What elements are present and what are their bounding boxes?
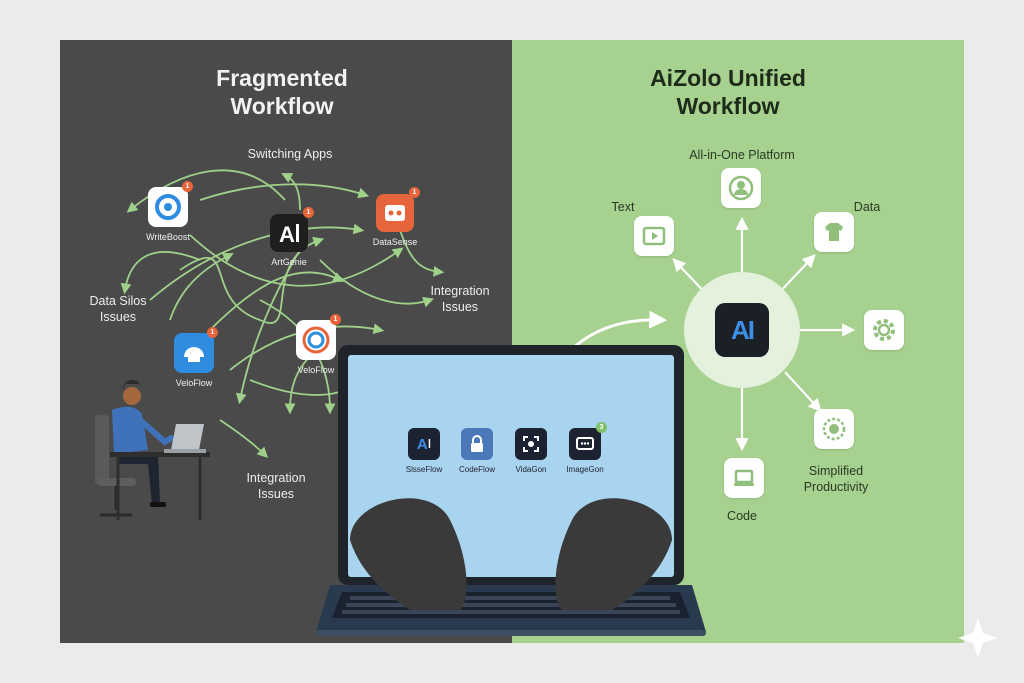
writeboost-badge: 1 [182,181,193,192]
left-title-line1: Fragmented [216,65,348,91]
writeboost-app-icon [148,187,188,227]
svg-text:A: A [279,222,295,247]
dock-slsseflow-label: SlsseFlow [405,465,443,474]
dock-vidagon-icon[interactable] [515,428,547,460]
switching-apps-label: Switching Apps [247,147,333,161]
veloflow-alt-badge: 1 [330,314,341,325]
right-title-line1: AiZolo Unified [650,65,806,91]
veloflow-badge: 1 [207,327,218,338]
dock-vidagon-label: VidaGon [515,465,547,474]
badge-icon [814,409,854,449]
writeboost-label: WriteBoost [146,232,190,242]
right-title: AiZolo Unified Workflow [578,64,878,120]
aizolo-logo-icon: AI [715,303,769,357]
sparkle-icon [958,618,998,658]
datasense-badge: 1 [409,187,420,198]
text-label: Text [611,200,635,214]
user-icon [721,168,761,208]
data-label: Data [853,200,881,214]
dock-codeflow-label: CodeFlow [458,465,495,474]
dock-imagegon-icon[interactable] [569,428,601,460]
veloflow-alt-app-icon [296,320,336,360]
laptop [316,345,706,636]
dock-imagegon-label: ImageGon [566,465,604,474]
artgenie-label: ArtGenie [271,257,307,267]
artgenie-app-icon: A [270,214,308,252]
shirt-icon [814,212,854,252]
laptop-icon [724,458,764,498]
veloflow-label: VeloFlow [175,378,213,388]
datasense-label: DataSense [372,237,418,247]
person-at-desk [95,379,210,520]
artgenie-badge: 1 [303,207,314,218]
all-in-one-label: All-in-One Platform [689,148,795,162]
left-title-line2: Workflow [230,93,334,119]
gear-icon [864,310,904,350]
left-title: Fragmented Workflow [132,64,432,120]
right-title-line2: Workflow [676,93,780,119]
dock-codeflow-icon[interactable] [461,428,493,460]
veloflow-alt-label: VeloFlow [297,365,335,375]
video-icon [634,216,674,256]
code-label: Code [727,509,757,523]
veloflow-app-icon [174,333,214,373]
dock-imagegon-badge: 3 [596,422,607,433]
datasense-app-icon [376,194,414,232]
